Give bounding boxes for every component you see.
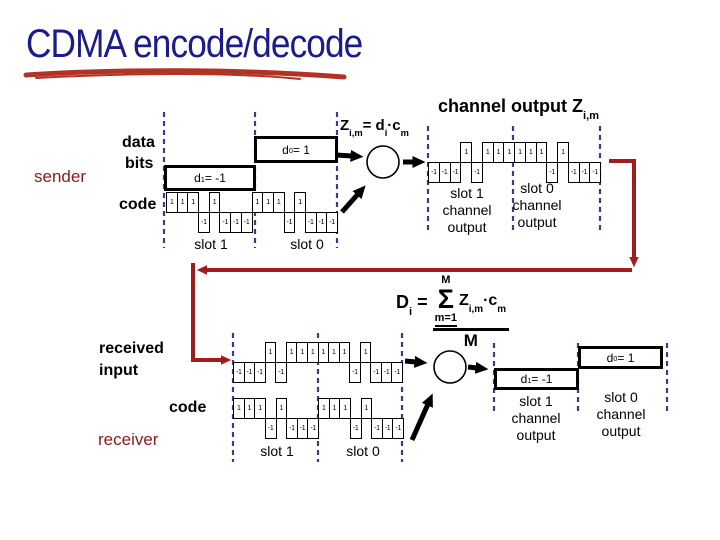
summation-symbol: M Σ m=1 <box>434 275 457 327</box>
waveform-chip: 1 <box>166 192 178 232</box>
waveform-chip: 1 <box>535 142 548 182</box>
waveform-chip: 1 <box>262 192 274 232</box>
waveform-chip: -1 <box>428 142 440 183</box>
waveform-chip: 1 <box>275 398 288 438</box>
page-title: CDMA encode/decode <box>26 22 363 66</box>
waveform-chip: -1 <box>326 192 338 233</box>
waveform-chip: -1 <box>392 398 404 439</box>
waveform-chip: -1 <box>567 142 580 183</box>
waveform-chip: -1 <box>230 192 242 233</box>
waveform-chip: 1 <box>524 142 537 182</box>
waveform-chip: 1 <box>318 398 330 438</box>
waveform-chip: 1 <box>328 398 341 438</box>
waveform-chip: 1 <box>272 192 285 232</box>
waveform-chip: 1 <box>492 142 505 182</box>
waveform-chip: 1 <box>481 142 494 182</box>
encode-formula: Zi,m= di·cm <box>340 117 409 139</box>
received-input-label-line1: received <box>99 340 164 357</box>
waveform-chip: -1 <box>449 142 462 183</box>
waveform-chip: -1 <box>286 398 298 439</box>
channel-output-heading: channel output Zi,m <box>438 96 600 123</box>
waveform-chip: 1 <box>338 342 351 382</box>
channel-slot0-output-label: slot 0 channel output <box>512 180 562 230</box>
waveform-chip: 1 <box>251 192 264 232</box>
waveform-chip: -1 <box>243 342 256 383</box>
waveform-chip: -1 <box>380 342 393 383</box>
sender-code-label: code <box>119 196 157 213</box>
waveform-chip: -1 <box>264 398 277 439</box>
waveform-chip: -1 <box>275 342 287 383</box>
waveform-chip: -1 <box>240 192 253 233</box>
data-bits-label-line1: data <box>122 134 155 151</box>
waveform-chip: -1 <box>349 342 361 383</box>
waveform-chip: -1 <box>296 398 309 439</box>
waveform-chip: 1 <box>557 142 569 182</box>
receiver-slot1-output-label: slot 1 channel output <box>511 393 561 443</box>
waveform-chip: -1 <box>370 342 382 383</box>
sender-label: sender <box>34 167 86 186</box>
waveform-chip: 1 <box>294 192 306 232</box>
waveform-chip: -1 <box>381 398 394 439</box>
waveform-chip: 1 <box>514 142 526 182</box>
data-bits-label-line2: bits <box>125 155 154 172</box>
waveform-chip: -1 <box>471 142 483 183</box>
waveform-chip: -1 <box>283 192 296 233</box>
sender-slot0-label: slot 0 <box>290 236 324 252</box>
waveform-chip: 1 <box>359 342 372 382</box>
received-input-label-line2: input <box>99 362 139 379</box>
waveform-chip: -1 <box>233 342 245 383</box>
channel-slot1-output-label: slot 1 channel output <box>442 185 492 235</box>
receiver-slot1-label: slot 1 <box>260 443 294 459</box>
waveform-chip: 1 <box>254 398 266 438</box>
receiver-slot0-output-label: slot 0 channel output <box>596 389 646 439</box>
receiver-slot0-label: slot 0 <box>346 443 380 459</box>
waveform-chip: 1 <box>285 342 298 382</box>
waveform-chip: 1 <box>208 192 221 232</box>
waveform-chip: -1 <box>349 398 362 439</box>
waveform-chip: -1 <box>307 398 319 439</box>
waveform-chip: 1 <box>306 342 319 382</box>
waveform-chip: -1 <box>254 342 266 383</box>
waveform-chip: -1 <box>578 142 591 183</box>
receiver-label: receiver <box>98 430 159 449</box>
waveform-chip: 1 <box>233 398 245 438</box>
waveform-chip: 1 <box>187 192 200 232</box>
waveform-chip: -1 <box>304 192 317 233</box>
waveform-chip: 1 <box>460 142 472 182</box>
waveform-chip: 1 <box>176 192 189 232</box>
waveform-chip: -1 <box>198 192 210 233</box>
waveform-chip: 1 <box>503 142 515 182</box>
waveform-chip: -1 <box>589 142 601 183</box>
waveform-chip: 1 <box>339 398 351 438</box>
waveform-chip: -1 <box>371 398 383 439</box>
sender-slot1-label: slot 1 <box>194 236 228 252</box>
waveform-chip: -1 <box>315 192 328 233</box>
receiver-code-label: code <box>169 399 207 416</box>
waveform-chip: 1 <box>360 398 373 438</box>
waveform-chip: 1 <box>328 342 340 382</box>
receiver-correlator-circle <box>433 350 467 384</box>
waveform-chip: -1 <box>546 142 558 183</box>
waveform-chip: -1 <box>219 192 232 233</box>
waveform-chip: 1 <box>296 342 308 382</box>
waveform-chip: 1 <box>317 342 330 382</box>
waveform-chip: 1 <box>243 398 256 438</box>
title-underline <box>23 68 347 80</box>
waveform-chip: -1 <box>391 342 403 383</box>
sender-multiplier-circle <box>366 145 400 179</box>
decode-formula: Di = M Σ m=1 Zi,m·cm M <box>396 275 510 351</box>
waveform-chip: -1 <box>438 142 451 183</box>
waveform-chip: 1 <box>264 342 277 382</box>
